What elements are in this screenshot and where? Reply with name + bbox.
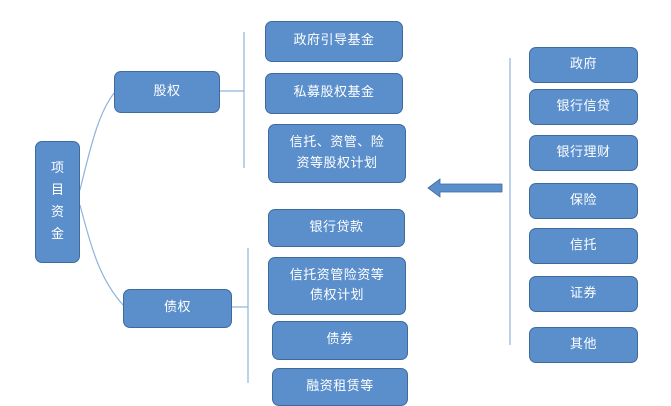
equity-item-private-equity-fund: 私募股权基金 xyxy=(265,73,403,114)
source-item-other: 其他 xyxy=(529,327,638,363)
source-item-government: 政府 xyxy=(529,47,638,83)
source-item-label: 银行信贷 xyxy=(556,98,611,114)
source-item-label: 信托 xyxy=(569,237,597,253)
source-item-label: 证券 xyxy=(569,285,597,301)
equity-item-government-guidance-fund: 政府引导基金 xyxy=(265,21,403,62)
debt-item-label: 融资租赁等 xyxy=(306,378,374,394)
debt-item-financial-leasing: 融资租赁等 xyxy=(272,368,408,406)
debt-item-label: 银行贷款 xyxy=(309,219,364,235)
debt-item-label: 债券 xyxy=(326,332,354,348)
equity-item-label: 政府引导基金 xyxy=(293,33,375,49)
root-box: 项目资金 xyxy=(35,141,80,263)
equity-item-label: 私募股权基金 xyxy=(293,85,375,101)
equity-box: 股权 xyxy=(114,71,220,113)
equity-item-trust-equity-plan: 信托、资管、险 资等股权计划 xyxy=(268,124,406,183)
source-item-label: 银行理财 xyxy=(556,144,611,160)
debt-item-trust-debt-plan: 信托资管险资等 债权计划 xyxy=(268,257,406,315)
debt-box: 债权 xyxy=(123,289,232,328)
source-item-label: 保险 xyxy=(569,192,597,208)
debt-label: 债权 xyxy=(163,300,191,316)
source-item-insurance: 保险 xyxy=(529,183,638,219)
source-item-securities: 证券 xyxy=(529,276,638,312)
source-item-label: 政府 xyxy=(569,56,597,72)
connector-root-debt xyxy=(79,204,125,307)
root-label: 项目资金 xyxy=(51,160,65,243)
equity-label: 股权 xyxy=(153,83,181,99)
equity-item-label: 信托、资管、险 资等股权计划 xyxy=(289,135,385,171)
source-item-label: 其他 xyxy=(569,336,597,352)
debt-item-bonds: 债券 xyxy=(272,321,408,360)
debt-item-bank-loan: 银行贷款 xyxy=(268,209,405,247)
left-arrow-icon xyxy=(427,178,503,198)
connector-root-equity xyxy=(79,91,116,191)
source-item-bank-wealth: 银行理财 xyxy=(529,135,638,171)
debt-item-label: 信托资管险资等 债权计划 xyxy=(289,267,385,303)
source-item-bank-credit: 银行信贷 xyxy=(529,89,638,125)
source-item-trust: 信托 xyxy=(529,228,638,264)
